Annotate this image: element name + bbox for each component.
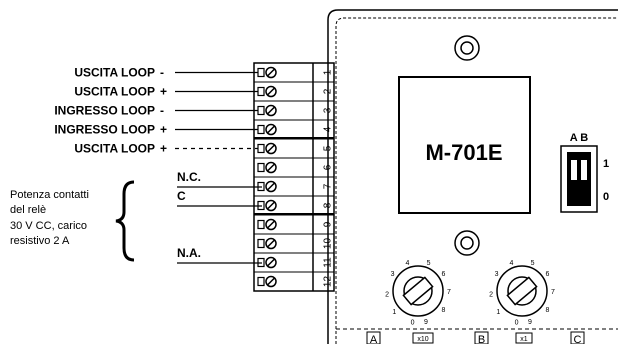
dial-number-1: 1 — [496, 309, 500, 316]
dial-number-8: 8 — [545, 307, 549, 314]
dial-number-6: 6 — [441, 271, 445, 278]
relay-na-label: N.A. — [177, 246, 201, 260]
dial-number-4: 4 — [405, 260, 409, 267]
wire-label-4: INGRESSO LOOP + — [54, 123, 258, 137]
svg-text:C: C — [574, 334, 582, 344]
terminal-6: 6 — [254, 157, 334, 174]
dip-switch: A B 1 0 — [560, 132, 609, 213]
relay-c-label: C — [177, 189, 186, 203]
terminal-number: 1 — [323, 69, 334, 75]
terminal-number: 10 — [323, 238, 334, 250]
dial-number-0: 0 — [411, 320, 415, 327]
model-label-plate — [398, 76, 531, 214]
bottom-tab-a: A — [366, 331, 381, 344]
dial-number-5: 5 — [531, 260, 535, 267]
dial-number-1: 1 — [392, 309, 396, 316]
terminal-number: 12 — [323, 276, 334, 288]
terminal-3: 3 — [254, 100, 334, 117]
wire-label-5: USCITA LOOP + — [74, 142, 258, 156]
dial-number-2: 2 — [385, 292, 389, 299]
terminal-number: 6 — [323, 164, 334, 170]
relay-note-line-2: del relè — [10, 204, 46, 216]
dial-number-3: 3 — [391, 271, 395, 278]
relay-section: N.C. C N.A. Potenza contatti del relè 30… — [10, 170, 262, 264]
dial-number-3: 3 — [495, 271, 499, 278]
terminal-number: 7 — [323, 183, 334, 189]
relay-brace — [115, 180, 135, 262]
dial-number-8: 8 — [441, 307, 445, 314]
mounting-screw-top — [454, 35, 480, 61]
dip-switch-top-label: 1 — [603, 158, 609, 170]
model-name: M-701E — [425, 140, 502, 165]
bottom-tab-c: C — [570, 331, 585, 344]
mounting-screw-bottom — [454, 230, 480, 256]
svg-text:x1: x1 — [520, 336, 528, 343]
terminal-9: 9 — [254, 214, 334, 231]
dial-number-7: 7 — [447, 289, 451, 296]
dial-number-5: 5 — [427, 260, 431, 267]
wire-label-sign: + — [160, 142, 167, 156]
dip-switch-bottom-label: 0 — [603, 191, 609, 203]
terminal-number: 4 — [323, 126, 334, 132]
dial-number-0: 0 — [515, 320, 519, 327]
wire-label-text: USCITA LOOP — [74, 142, 155, 156]
relay-note-line-3: 30 V CC, carico — [10, 220, 87, 232]
rotary-switch-units: 0 1 2 3 4 5 6 7 8 9 — [489, 260, 555, 327]
terminal-4: 4 — [254, 119, 334, 136]
terminal-number: 5 — [323, 145, 334, 151]
wire-label-text: USCITA LOOP — [74, 85, 155, 99]
terminal-number: 9 — [323, 221, 334, 227]
bottom-tab-b: B — [474, 331, 489, 344]
relay-note-line-1: Potenza contatti — [10, 189, 89, 201]
terminal-11: 11 — [254, 252, 334, 269]
wire-label-text: INGRESSO LOOP — [54, 104, 155, 118]
terminal-number: 8 — [323, 202, 334, 208]
dial-number-2: 2 — [489, 292, 493, 299]
terminal-8: 8 — [254, 195, 334, 212]
rotary-switch-tens: 0 1 2 3 4 5 6 7 8 9 — [385, 260, 451, 327]
relay-note-line-4: resistivo 2 A — [10, 235, 70, 247]
dial-number-4: 4 — [509, 260, 513, 267]
wire-label-3: INGRESSO LOOP- — [54, 104, 258, 118]
terminal-5: 5 — [254, 138, 334, 155]
wire-label-text: INGRESSO LOOP — [54, 123, 155, 137]
terminal-number: 11 — [323, 257, 334, 268]
dial-number-9: 9 — [528, 319, 532, 326]
svg-text:A: A — [370, 334, 378, 344]
rotary-tens-label: x10 — [412, 332, 434, 344]
dial-number-6: 6 — [545, 271, 549, 278]
wire-label-sign: - — [160, 104, 164, 118]
terminal-10: 10 — [254, 233, 334, 250]
relay-nc-label: N.C. — [177, 170, 201, 184]
wire-label-text: USCITA LOOP — [74, 66, 155, 80]
dial-number-9: 9 — [424, 319, 428, 326]
module-housing — [327, 9, 618, 344]
svg-text:B: B — [478, 334, 485, 344]
terminal-number: 3 — [323, 107, 334, 113]
terminal-number: 2 — [323, 88, 334, 94]
wire-label-2: USCITA LOOP + — [74, 85, 258, 99]
wire-label-1: USCITA LOOP- — [74, 66, 258, 80]
rotary-units-label: x1 — [515, 332, 533, 344]
wire-label-sign: + — [160, 85, 167, 99]
terminal-7: 7 — [254, 176, 334, 193]
dial-number-7: 7 — [551, 289, 555, 296]
svg-text:x10: x10 — [417, 336, 428, 343]
wire-label-sign: + — [160, 123, 167, 137]
terminal-1: 1 — [257, 66, 334, 79]
terminal-2: 2 — [254, 81, 334, 98]
dip-switch-header: A B — [570, 132, 589, 144]
terminal-12: 12 — [254, 271, 334, 288]
wire-label-sign: - — [160, 66, 164, 80]
